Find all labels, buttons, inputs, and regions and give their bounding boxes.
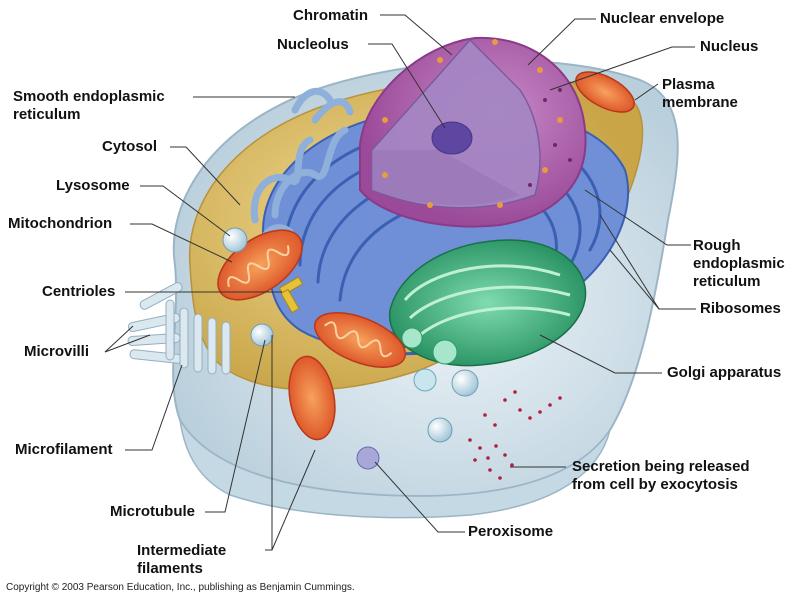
centrioles-shape xyxy=(278,276,304,314)
label-mitochondrion: Mitochondrion xyxy=(8,215,113,232)
leader-lines xyxy=(104,14,696,551)
microvilli-shapes xyxy=(127,282,231,375)
label-secretion-line1: Secretion being released xyxy=(572,458,750,475)
label-chromatin: Chromatin xyxy=(293,7,368,24)
label-nucleus: Nucleus xyxy=(700,38,759,55)
mitochondria-shapes xyxy=(217,71,635,441)
label-golgi-apparatus: Golgi apparatus xyxy=(667,364,782,381)
label-smooth-er-line1: Smooth endoplasmic xyxy=(13,88,165,105)
label-intermediate-filaments-line1: Intermediate xyxy=(137,542,227,559)
label-plasma-membrane-line1: Plasma xyxy=(662,76,715,93)
label-rough-er-line3: reticulum xyxy=(693,273,761,290)
label-rough-er-line1: Rough xyxy=(693,237,741,254)
label-ribosomes: Ribosomes xyxy=(700,300,781,317)
label-centrioles: Centrioles xyxy=(42,283,116,300)
copyright-notice: Copyright © 2003 Pearson Education, Inc.… xyxy=(6,582,355,593)
label-peroxisome: Peroxisome xyxy=(468,523,554,540)
nucleus-shape xyxy=(359,36,587,228)
vesicle-shape xyxy=(250,323,274,347)
vesicle-shape xyxy=(427,417,453,443)
label-lysosome: Lysosome xyxy=(56,177,130,194)
label-plasma-membrane-line2: membrane xyxy=(662,94,738,111)
nucleolus-shape xyxy=(431,121,473,155)
lysosome-shape xyxy=(222,227,248,253)
secretion-dots xyxy=(468,390,562,480)
label-secretion-line2: from cell by exocytosis xyxy=(572,476,738,493)
peroxisome-shape xyxy=(356,446,380,470)
golgi-shape xyxy=(389,239,587,392)
label-smooth-er-line2: reticulum xyxy=(13,106,81,123)
label-nuclear-envelope: Nuclear envelope xyxy=(600,10,725,27)
label-cytosol: Cytosol xyxy=(102,138,158,155)
label-microvilli: Microvilli xyxy=(24,343,90,360)
label-microfilament: Microfilament xyxy=(15,441,113,458)
label-microtubule: Microtubule xyxy=(110,503,195,520)
label-nucleolus: Nucleolus xyxy=(277,36,349,53)
label-rough-er-line2: endoplasmic xyxy=(693,255,785,272)
label-intermediate-filaments-line2: filaments xyxy=(137,560,203,577)
vesicle-shape xyxy=(451,369,479,397)
